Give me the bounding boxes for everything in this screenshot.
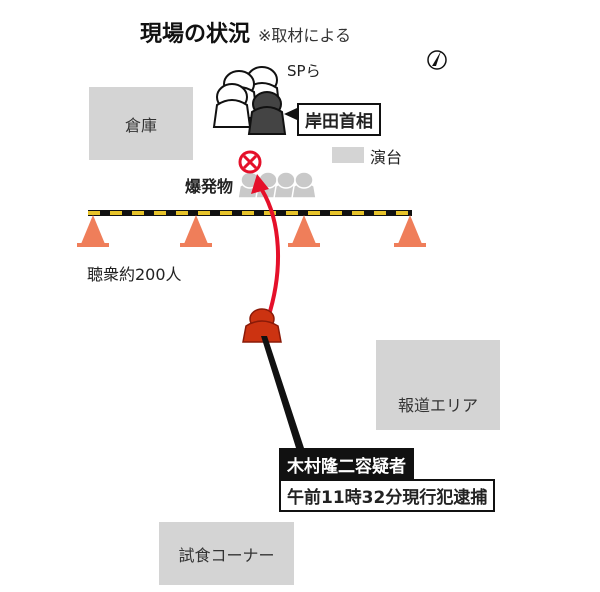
arrest-label: 午前11時32分現行犯逮捕 <box>287 488 488 508</box>
press-area-label: 報道エリア <box>397 396 478 415</box>
audience-label: 聴衆約200人 <box>87 265 182 284</box>
kishida-pointer <box>284 108 297 120</box>
arrest-callout: 午前11時32分現行犯逮捕 <box>279 479 496 512</box>
traffic-cone-icon <box>180 215 212 247</box>
title-note: ※取材による <box>258 26 351 45</box>
explosive-label: 爆発物 <box>185 177 234 196</box>
kishida-figure <box>247 91 287 135</box>
arrow-head-icon <box>251 174 269 194</box>
suspect-name-label: 木村隆二容疑者 <box>287 457 406 477</box>
person-icon <box>212 83 252 128</box>
barrier <box>77 210 426 247</box>
diagram-title: 現場の状況 ※取材による <box>140 16 351 48</box>
traffic-cone-icon <box>288 215 320 247</box>
audience-person-icon <box>291 171 317 199</box>
kishida-callout: 岸田首相 <box>297 103 381 136</box>
traffic-cone-icon <box>77 215 109 247</box>
suspect-pointer-line <box>261 336 304 448</box>
stage-swatch <box>332 147 364 163</box>
sp-group <box>212 66 287 135</box>
kishida-label: 岸田首相 <box>305 112 373 132</box>
traffic-cone-icon <box>394 215 426 247</box>
tasting-corner-box: 試食コーナー <box>159 522 294 585</box>
tasting-corner-label: 試食コーナー <box>178 545 275 565</box>
title-text: 現場の状況 <box>140 22 251 47</box>
sp-label: SPら <box>287 62 321 80</box>
audience-crowd <box>237 171 317 199</box>
trajectory-arrow <box>260 188 281 319</box>
x-circle-icon <box>238 150 262 174</box>
north-arrow-icon <box>427 50 447 70</box>
stage-label: 演台 <box>370 148 403 167</box>
warehouse-label: 倉庫 <box>124 115 157 135</box>
warehouse-box: 倉庫 <box>89 87 193 160</box>
suspect-name-callout: 木村隆二容疑者 <box>279 448 414 481</box>
press-area-box: 報道エリア <box>376 340 500 430</box>
suspect-figure <box>242 308 282 343</box>
